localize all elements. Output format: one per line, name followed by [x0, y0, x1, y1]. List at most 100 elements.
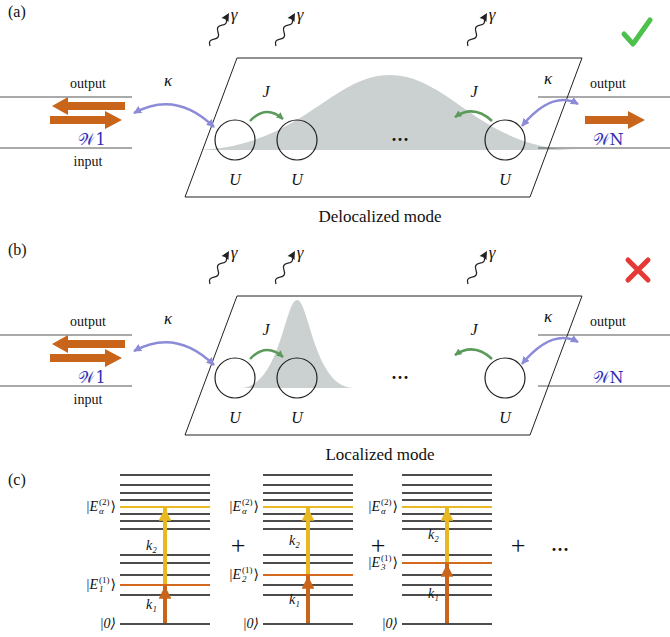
ket-subscript: α	[99, 507, 110, 516]
waveguide-label: 𝒲1	[78, 370, 105, 386]
ket-subscript: α	[242, 507, 253, 516]
state-ket: |E(1)2⟩	[229, 566, 259, 584]
ket-base: |E	[86, 500, 98, 514]
ket-superscript: (1)	[99, 576, 110, 585]
ket-superscript: (2)	[381, 498, 392, 507]
intermediate-level	[402, 562, 492, 564]
cross-mark	[628, 260, 648, 280]
photon-label: k₂	[146, 539, 157, 553]
excitation-arrow	[306, 508, 310, 574]
ellipsis: ···	[391, 369, 409, 387]
ellipsis: ···	[551, 541, 569, 559]
interaction-label: U	[229, 172, 241, 188]
excitation-arrow	[163, 508, 167, 584]
ket-close: ⟩	[254, 500, 259, 514]
ket-base: |E	[368, 556, 380, 570]
decay-rate-label: γ	[297, 244, 304, 261]
ket-superscript: (1)	[381, 554, 392, 563]
photon-label: k₂	[428, 528, 439, 542]
decay-rate-label: γ	[489, 6, 496, 23]
decay-rate-label: γ	[231, 244, 238, 261]
ket-subscript: 1	[99, 585, 110, 594]
intermediate-level	[120, 584, 210, 586]
ket-superscript: (2)	[99, 498, 110, 507]
waveguide-label: 𝒲N	[593, 132, 624, 148]
interaction-label: U	[291, 410, 303, 426]
interaction-label: U	[291, 172, 303, 188]
waveguide-label: 𝒲1	[78, 132, 105, 148]
ket-indices: (2)α	[99, 498, 110, 516]
intermediate-level	[263, 574, 353, 576]
port-label: output	[590, 315, 626, 329]
photon-label: k₁	[428, 587, 439, 601]
interaction-label: U	[229, 410, 241, 426]
plus-sign: +	[231, 533, 246, 559]
coupling-label: κ	[164, 310, 172, 327]
state-ket: |E(2)α⟩	[86, 498, 116, 516]
interaction-label: U	[499, 410, 511, 426]
port-label: input	[74, 155, 103, 169]
ground-state-label: |0⟩	[243, 617, 259, 631]
excitation-arrow	[445, 508, 449, 562]
ket-base: |E	[86, 578, 98, 592]
ket-close: ⟩	[254, 568, 259, 582]
ket-indices: (1)1	[99, 576, 110, 594]
output-arrow	[585, 111, 645, 129]
port-label: output	[590, 77, 626, 91]
energy-ladder	[120, 475, 210, 624]
state-ket: |E(1)1⟩	[86, 576, 116, 594]
port-label: output	[70, 315, 106, 329]
ket-close: ⟩	[393, 556, 398, 570]
state-ket: |E(2)α⟩	[368, 498, 398, 516]
panel-label: (a)	[8, 4, 26, 20]
ket-base: |E	[368, 500, 380, 514]
photon-label: k₁	[289, 593, 300, 607]
excitation-arrow	[306, 576, 310, 623]
decay-rate-label: γ	[489, 244, 496, 261]
check-mark	[624, 20, 650, 44]
photon-label: k₁	[146, 598, 157, 612]
delocalized-mode-profile	[190, 75, 580, 150]
waveguide-label: 𝒲N	[593, 370, 624, 386]
hopping-label: J	[470, 322, 477, 338]
hopping-label: J	[262, 322, 269, 338]
coupling-label: κ	[544, 308, 552, 325]
state-ket: |E(1)3⟩	[368, 554, 398, 572]
ket-close: ⟩	[111, 578, 116, 592]
mode-caption: Delocalized mode	[318, 208, 441, 225]
hopping-label: J	[470, 84, 477, 100]
ket-close: ⟩	[111, 500, 116, 514]
coupling-label: κ	[164, 72, 172, 89]
ket-superscript: (1)	[242, 566, 253, 575]
panel-label: (c)	[8, 472, 26, 488]
ket-indices: (2)α	[381, 498, 392, 516]
localized-mode-profile	[240, 300, 354, 388]
ket-base: |E	[229, 568, 241, 582]
ellipsis: ···	[391, 131, 409, 149]
mode-caption: Localized mode	[325, 446, 434, 463]
port-label: output	[70, 77, 106, 91]
ket-subscript: 2	[242, 575, 253, 584]
photon-label: k₂	[289, 534, 300, 548]
excitation-arrow	[445, 564, 449, 623]
ket-superscript: (2)	[242, 498, 253, 507]
ket-indices: (2)α	[242, 498, 253, 516]
ket-close: ⟩	[393, 500, 398, 514]
ket-subscript: α	[381, 507, 392, 516]
hopping-label: J	[262, 84, 269, 100]
ket-subscript: 3	[381, 563, 392, 572]
decay-rate-label: γ	[297, 6, 304, 23]
ket-indices: (1)3	[381, 554, 392, 572]
interaction-label: U	[499, 172, 511, 188]
ground-state-label: |0⟩	[382, 617, 398, 631]
port-label: input	[74, 393, 103, 407]
excitation-arrow	[163, 586, 167, 623]
state-ket: |E(2)α⟩	[229, 498, 259, 516]
coupling-label: κ	[544, 70, 552, 87]
panel-label: (b)	[8, 242, 27, 258]
plus-sign: +	[511, 533, 526, 559]
ket-indices: (1)2	[242, 566, 253, 584]
ket-base: |E	[229, 500, 241, 514]
decay-rate-label: γ	[231, 6, 238, 23]
